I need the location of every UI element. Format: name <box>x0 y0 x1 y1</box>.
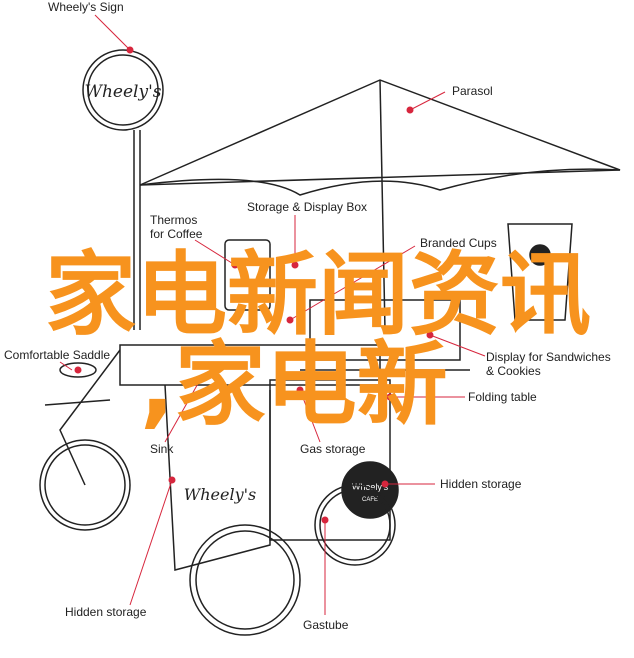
label-thermos-line1: Thermos <box>150 213 198 227</box>
label-folding-table: Folding table <box>468 390 537 404</box>
parasol-icon <box>139 79 621 186</box>
cart-counter <box>119 344 381 386</box>
label-sink: Sink <box>150 442 174 456</box>
label-display-line2: & Cookies <box>486 364 541 378</box>
label-parasol: Parasol <box>452 84 493 98</box>
label-gas-storage: Gas storage <box>300 442 366 456</box>
label-storage-display-box: Storage & Display Box <box>247 200 368 214</box>
label-wheelys-sign: Wheely's Sign <box>48 0 124 14</box>
svg-text:Wheely's: Wheely's <box>184 485 256 504</box>
label-hidden-storage-right: Hidden storage <box>440 477 522 491</box>
wheel-icon <box>189 524 301 636</box>
overlay-headline: 家电新闻资讯 <box>45 243 592 348</box>
thermos-icon <box>224 239 271 311</box>
label-display-line1: Display for Sandwiches <box>486 350 611 364</box>
wheel-icon <box>39 439 131 531</box>
label-display: Display for Sandwiches& Cookies <box>486 350 611 378</box>
wheel-icon <box>314 484 396 566</box>
cup-icon <box>507 223 573 321</box>
svg-text:CAFE: CAFE <box>362 497 378 503</box>
cafe-badge-icon <box>341 461 399 519</box>
svg-text:Wheely's: Wheely's <box>85 82 162 102</box>
label-gastube: Gastube <box>303 618 349 632</box>
label-thermos-line2: for Coffee <box>150 227 203 241</box>
overlay-subline: ,家电新 <box>140 333 448 438</box>
label-hidden-storage-left: Hidden storage <box>65 605 147 619</box>
marker-dots <box>74 46 434 524</box>
svg-text:Wheely's: Wheely's <box>352 482 389 492</box>
label-comfortable-saddle: Comfortable Saddle <box>4 348 111 362</box>
wheelys-sign-icon <box>82 49 164 131</box>
label-branded-cups: Branded Cups <box>420 236 497 250</box>
saddle-icon <box>59 362 97 378</box>
